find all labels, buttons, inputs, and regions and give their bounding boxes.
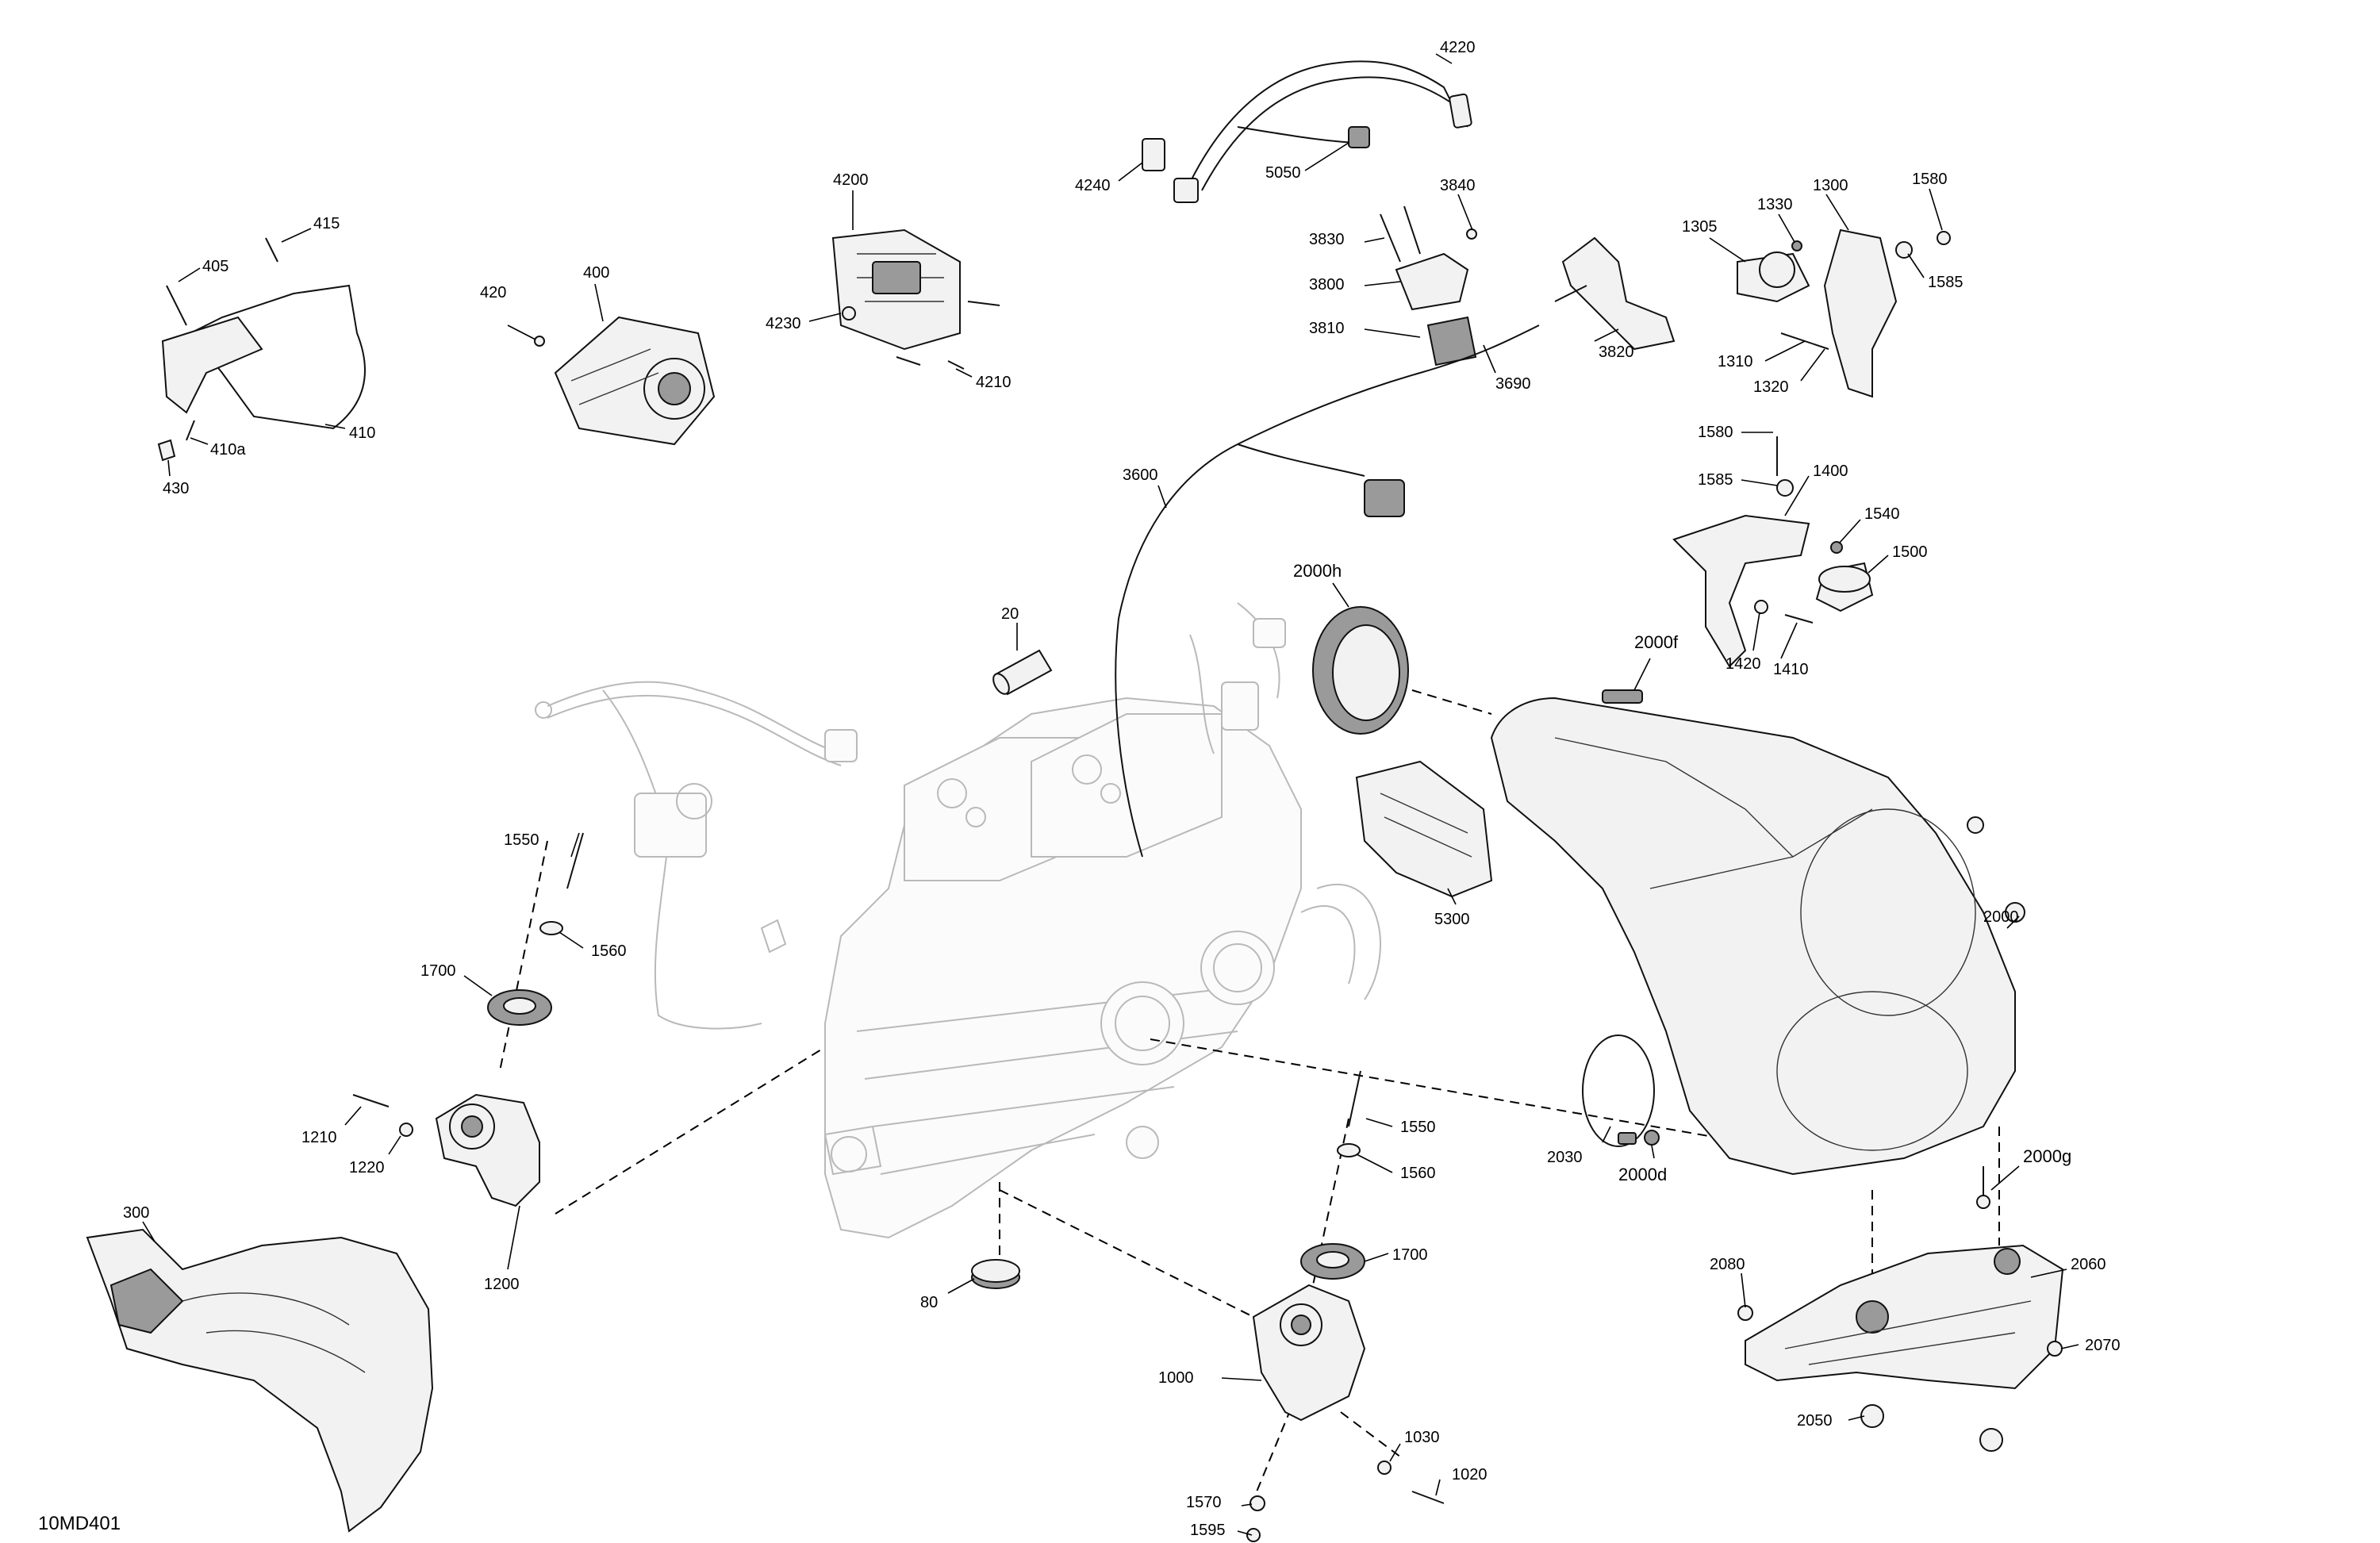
part-410-cover xyxy=(157,237,366,462)
callout: 4220 xyxy=(1440,39,1476,56)
callout: 3820 xyxy=(1599,344,1634,361)
callout: 2000g xyxy=(2023,1146,2071,1166)
part-1700-isolators xyxy=(487,832,1365,1280)
part-3800-bracket xyxy=(1380,205,1676,367)
part-3600-cable xyxy=(1115,324,1540,858)
callout: 1595 xyxy=(1190,1522,1226,1539)
drawing-reference-label: 10MD401 xyxy=(38,1513,121,1534)
callout: 1585 xyxy=(1698,471,1733,489)
callout: 2070 xyxy=(2085,1337,2121,1354)
callout: 80 xyxy=(920,1294,938,1311)
callout: 1310 xyxy=(1718,353,1753,370)
callout: 2080 xyxy=(1710,1256,1745,1273)
callout: 1410 xyxy=(1773,661,1809,678)
part-20-pin xyxy=(992,649,1053,696)
callout: 2000 xyxy=(1983,908,2019,926)
callout: 5300 xyxy=(1434,911,1470,928)
callout: 2000h xyxy=(1293,561,1342,581)
callout: 405 xyxy=(202,258,228,275)
callout: 410a xyxy=(210,441,246,459)
callout: 1570 xyxy=(1186,1494,1222,1511)
callout: 4200 xyxy=(833,171,869,189)
callout: 4230 xyxy=(766,315,801,332)
callout: 410 xyxy=(349,424,375,442)
callout: 4210 xyxy=(976,374,1012,391)
callout: 1200 xyxy=(484,1276,520,1293)
callout: 3800 xyxy=(1309,276,1345,294)
callout: 1220 xyxy=(349,1159,385,1176)
callout: 1030 xyxy=(1404,1429,1440,1446)
callout: 3690 xyxy=(1495,375,1531,393)
part-4220-wire-harness xyxy=(1142,60,1472,203)
callout: 1300 xyxy=(1813,177,1848,194)
part-1200-mount xyxy=(352,1093,540,1207)
callout: 1585 xyxy=(1928,274,1964,291)
callout: 1560 xyxy=(591,942,627,960)
callout: 1305 xyxy=(1682,218,1718,236)
callout: 1320 xyxy=(1753,378,1789,396)
part-1300-mount xyxy=(1737,228,1951,398)
callout: 2000d xyxy=(1618,1165,1667,1184)
callout: 415 xyxy=(313,215,340,232)
callout: 1580 xyxy=(1912,171,1948,188)
part-1400-mount xyxy=(1672,436,1874,668)
callout: 2030 xyxy=(1547,1149,1583,1166)
callout: 5050 xyxy=(1265,164,1301,182)
callout: 1500 xyxy=(1892,543,1928,561)
leader-lines xyxy=(142,53,2079,1536)
part-4200-module xyxy=(831,228,1000,370)
callout: 3810 xyxy=(1309,320,1345,337)
callout: 1420 xyxy=(1726,655,1761,673)
callout: 1210 xyxy=(301,1129,337,1146)
callout: 3840 xyxy=(1440,177,1476,194)
part-2060-tray xyxy=(1737,1244,2064,1452)
callout: 3600 xyxy=(1123,466,1158,484)
part-400-actuator xyxy=(534,316,716,446)
part-2000h-ring xyxy=(1312,606,1409,735)
part-2000-airbox xyxy=(1490,689,2025,1176)
callout: 1550 xyxy=(1400,1119,1436,1136)
callout: 4240 xyxy=(1075,177,1111,194)
part-2000d-2000g xyxy=(1644,1130,1990,1209)
callout: 2000f xyxy=(1634,632,1679,652)
callout: 1700 xyxy=(420,962,456,980)
part-80-grommet xyxy=(971,1259,1020,1289)
part-2030-clamp xyxy=(1582,1034,1655,1147)
callout: 2050 xyxy=(1797,1412,1833,1430)
callout: 300 xyxy=(123,1204,149,1222)
callout: 1000 xyxy=(1158,1369,1194,1387)
callout: 1550 xyxy=(504,831,539,849)
callout: 1330 xyxy=(1757,196,1793,213)
callout: 3830 xyxy=(1309,231,1345,248)
callout: 430 xyxy=(163,480,189,497)
engine-ghost xyxy=(535,602,1381,1239)
part-5300-boot xyxy=(1355,760,1493,898)
part-1000-mount xyxy=(1246,1284,1445,1542)
callout: 1540 xyxy=(1864,505,1900,523)
callout: 2060 xyxy=(2071,1256,2106,1273)
callout: 20 xyxy=(1001,605,1019,623)
callout: 1560 xyxy=(1400,1165,1436,1182)
callout: 1580 xyxy=(1698,424,1733,441)
part-300-cover xyxy=(86,1228,434,1533)
callout-labels: 4220 4240 5050 4200 4230 4210 415 405 41… xyxy=(123,39,2121,1539)
callout: 420 xyxy=(480,284,506,301)
callout: 1020 xyxy=(1452,1466,1488,1484)
callout: 400 xyxy=(583,264,609,282)
callout: 1400 xyxy=(1813,463,1848,480)
callout: 1700 xyxy=(1392,1246,1428,1264)
